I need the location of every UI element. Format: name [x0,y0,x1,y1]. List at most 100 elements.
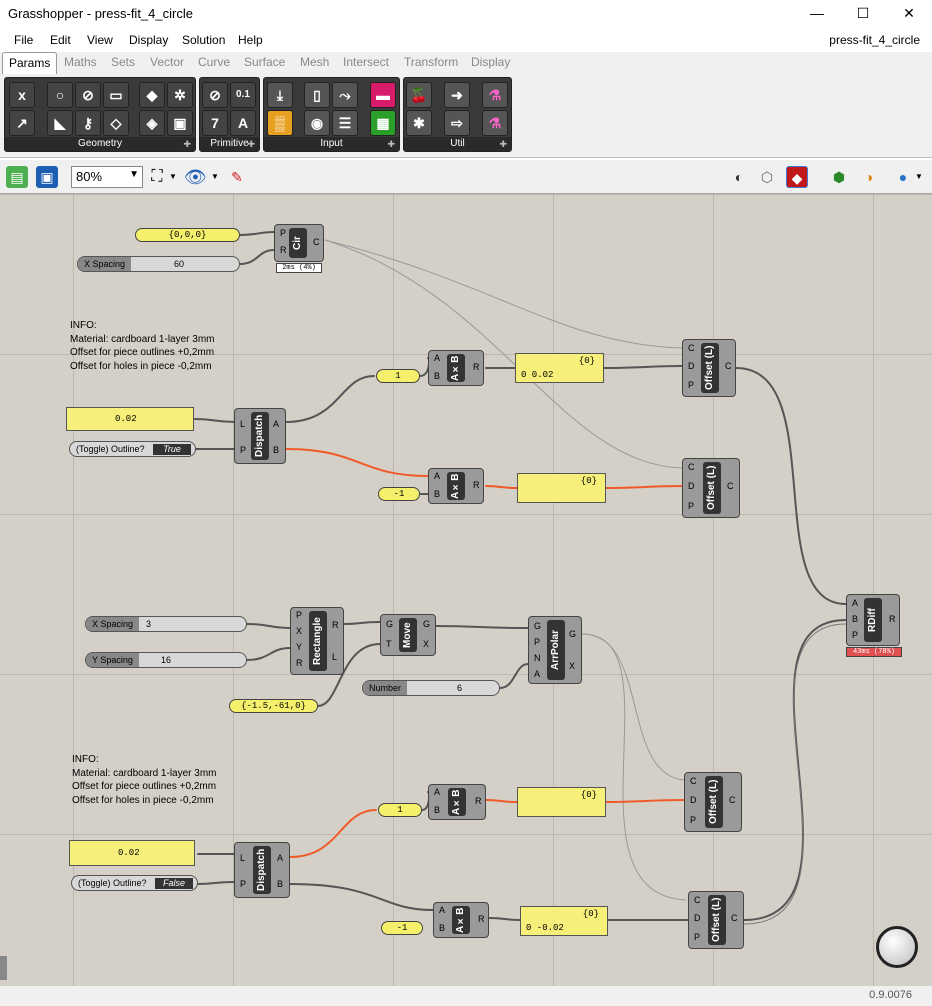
preview-selected-icon[interactable]: ◆ [786,166,808,188]
port-a[interactable]: A [434,787,441,797]
util-icon-1[interactable]: 🍒 [406,82,432,108]
port-p[interactable]: P [688,380,695,390]
geometry-group-label[interactable]: Geometry [5,137,195,151]
port-g-out[interactable]: G [423,619,431,629]
port-c[interactable]: C [727,481,734,491]
port-b[interactable]: B [434,489,441,499]
input-icon-7[interactable]: ☰ [332,110,358,136]
multiplication-component[interactable]: A B A×B R [428,350,484,386]
port-g[interactable]: G [534,621,542,631]
chevron-down-icon[interactable]: ▼ [211,172,219,181]
port-p[interactable]: P [280,228,287,238]
distance-panel[interactable]: 0.02 [66,407,194,431]
maximize-button[interactable]: ☐ [856,5,870,21]
port-x[interactable]: X [423,639,430,649]
port-p[interactable]: P [240,879,247,889]
dispatch-component[interactable]: L P Dispatch A B [234,408,286,464]
port-c[interactable]: C [313,237,320,247]
eye-icon[interactable]: 👁 [184,167,207,187]
primitive-more-icon[interactable]: ✚ [247,139,255,149]
geometry-icon-6[interactable]: ✲ [167,82,193,108]
primitive-icon-4[interactable]: A [230,110,256,136]
canvas[interactable] [0,194,932,986]
port-p[interactable]: P [240,445,247,455]
open-icon[interactable]: ▤ [6,166,28,188]
input-icon-1[interactable]: ⤓ [267,82,293,108]
input-icon-6[interactable]: ◉ [304,110,330,136]
port-g[interactable]: G [386,619,394,629]
menu-edit[interactable]: Edit [50,33,71,47]
toggle-value[interactable]: True [153,444,191,455]
geometry-more-icon[interactable]: ✚ [183,139,191,149]
tab-intersect[interactable]: Intersect [343,55,390,69]
multiplication-component[interactable]: A B A×B R [433,902,489,938]
multiplication-component[interactable]: A B A×B R [428,784,486,820]
port-l[interactable]: L [240,419,246,429]
port-b[interactable]: B [277,879,284,889]
tab-display[interactable]: Display [471,55,511,69]
dispatch-component[interactable]: L P Dispatch A B [234,842,290,898]
factor-panel[interactable]: 1 [376,369,420,383]
offset-component[interactable]: C D Offset (L) P C [682,339,736,397]
multiplication-component[interactable]: A B A×B R [428,468,484,504]
port-r[interactable]: R [296,658,303,668]
toggle-value[interactable]: False [155,878,193,889]
menu-solution[interactable]: Solution [182,33,226,47]
port-p[interactable]: P [690,815,697,825]
port-c[interactable]: C [725,361,732,371]
port-b[interactable]: B [439,923,446,933]
zoom-select[interactable]: 80%▼ [71,166,143,188]
menu-file[interactable]: File [14,33,34,47]
tab-curve[interactable]: Curve [198,55,231,69]
port-r[interactable]: R [473,362,480,372]
navigation-compass-icon[interactable] [876,926,918,968]
port-l[interactable]: L [240,853,246,863]
result-panel[interactable]: {0} [517,473,606,503]
result-panel[interactable]: {0}0 0.02 [515,353,604,383]
geometry-icon-11[interactable]: ◈ [139,110,165,136]
offset-component[interactable]: C D Offset (L) P C [682,458,740,518]
port-p[interactable]: P [694,932,701,942]
geometry-icon-2[interactable]: ○ [47,82,73,108]
port-r[interactable]: R [475,796,482,806]
circle-component[interactable]: P R Cir C [274,224,324,262]
port-t[interactable]: T [386,639,392,649]
chevron-down-icon[interactable]: ▼ [169,172,177,181]
geometry-icon-4[interactable]: ▭ [103,82,129,108]
primitive-icon-1[interactable]: ⊘ [202,82,228,108]
preview-shaded-icon[interactable]: ⬡ [760,169,774,185]
port-d[interactable]: D [688,361,695,371]
util-icon-6[interactable]: ⚗ [482,110,508,136]
port-r[interactable]: R [889,614,896,624]
offset-component[interactable]: C D Offset (L) P C [688,891,744,949]
chevron-down-icon[interactable]: ▼ [915,172,923,181]
input-icon-3[interactable]: ⤳ [332,82,358,108]
port-b[interactable]: B [273,445,280,455]
geometry-icon-8[interactable]: ◣ [47,110,73,136]
sphere-icon[interactable]: ● [898,169,908,185]
port-y[interactable]: Y [296,642,303,652]
util-icon-5[interactable]: ⇨ [444,110,470,136]
outline-toggle[interactable]: (Toggle) Outline?True [69,441,196,457]
preview-wire-icon[interactable]: ◐ [734,169,744,185]
primitive-icon-3[interactable]: 7 [202,110,228,136]
input-icon-5[interactable]: ▒ [267,110,293,136]
primitive-group-label[interactable]: Primitive [200,137,259,151]
move-component[interactable]: G T Move G X [380,614,436,656]
canvas-scrollbar[interactable] [0,956,7,980]
port-c[interactable]: C [688,343,695,353]
origin-point-panel[interactable]: {0,0,0} [135,228,240,242]
port-c[interactable]: C [688,462,695,472]
port-c[interactable]: C [731,913,738,923]
tab-maths[interactable]: Maths [64,55,97,69]
port-r-out[interactable]: R [332,620,339,630]
port-a[interactable]: A [439,905,446,915]
port-a[interactable]: A [277,853,284,863]
input-icon-2[interactable]: ▯ [304,82,330,108]
util-icon-3[interactable]: ⚗ [482,82,508,108]
port-p[interactable]: P [534,637,541,647]
close-button[interactable]: ✕ [903,5,915,21]
port-n[interactable]: N [534,653,541,663]
region-difference-component[interactable]: A B P RDiff R [846,594,900,646]
